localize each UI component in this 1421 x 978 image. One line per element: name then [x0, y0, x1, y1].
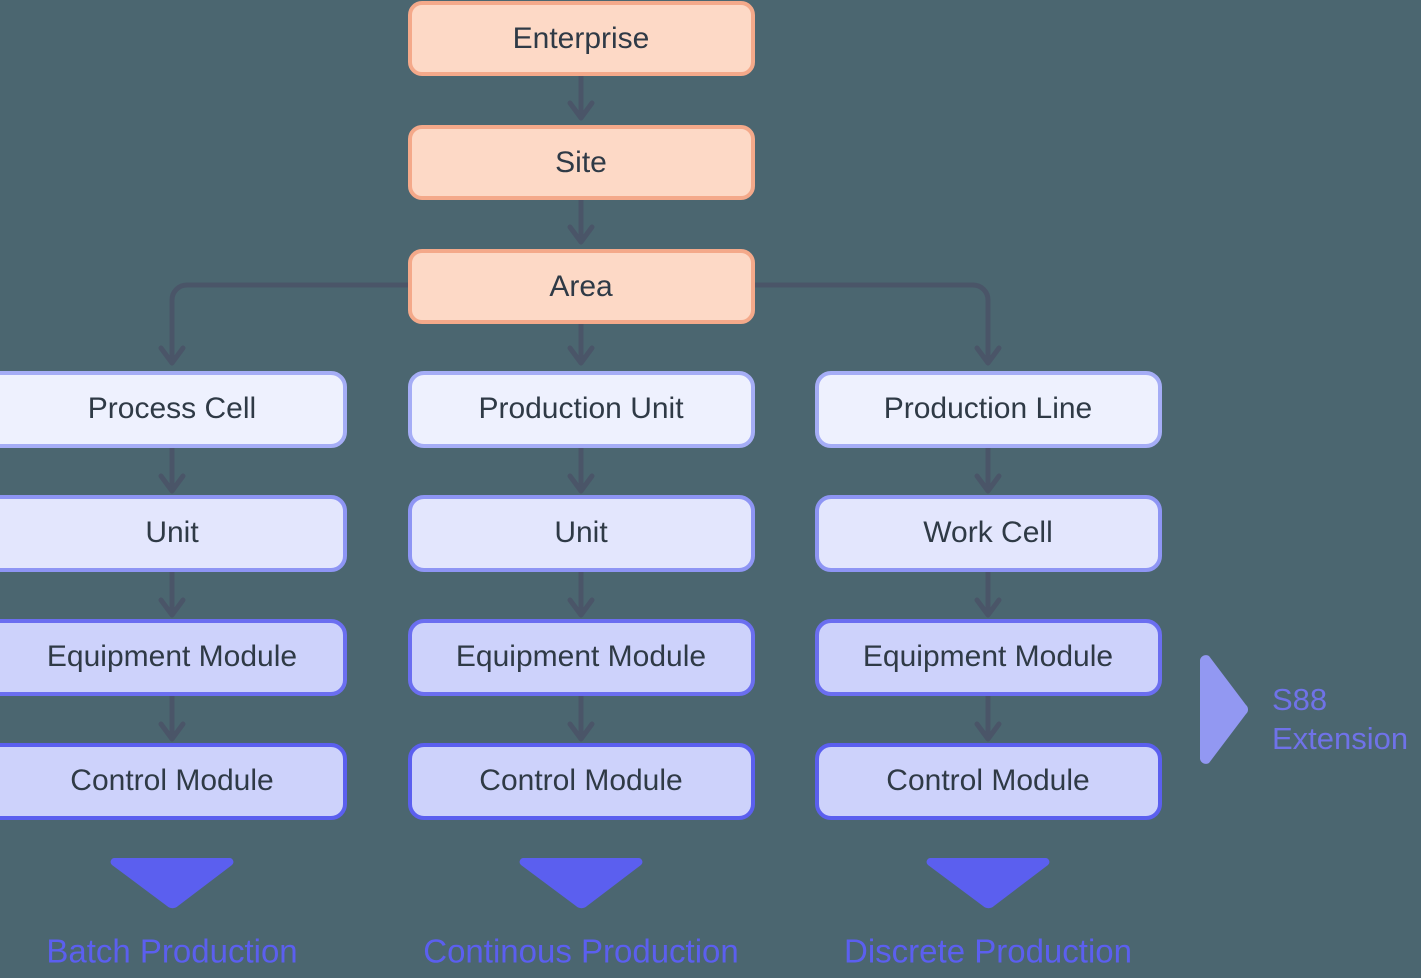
- node-control-module-continuous-box[interactable]: [408, 743, 755, 820]
- outcome-arrow-discrete-icon: [926, 857, 1050, 909]
- node-work-cell-box[interactable]: [815, 495, 1162, 572]
- node-production-unit[interactable]: Production Unit: [408, 371, 755, 448]
- node-production-line-box[interactable]: [815, 371, 1162, 448]
- s88-extension-arrow-icon: [1200, 655, 1249, 764]
- arrowhead-process-cell-unit: [158, 473, 186, 494]
- arrowhead-work-cell-equipment-discrete: [974, 597, 1002, 618]
- node-equipment-module-continuous-box[interactable]: [408, 619, 755, 696]
- s88-extension-annotation: S88 Extension: [1200, 655, 1408, 764]
- node-control-module-continuous-label: Control Module: [479, 764, 682, 797]
- node-equipment-module-discrete-label: Equipment Module: [863, 640, 1113, 673]
- arrowhead-area-production-line: [974, 345, 1002, 366]
- node-unit-batch-label: Unit: [145, 516, 199, 549]
- node-site-label: Site: [555, 146, 607, 179]
- node-equipment-module-discrete[interactable]: Equipment Module: [815, 619, 1162, 696]
- node-unit-continuous-box[interactable]: [408, 495, 755, 572]
- node-work-cell[interactable]: Work Cell: [815, 495, 1162, 572]
- node-control-module-batch-box[interactable]: [0, 743, 347, 820]
- column-continuous: Production Unit Unit Equipment Module Co…: [408, 371, 755, 970]
- node-control-module-batch[interactable]: Control Module: [0, 743, 347, 820]
- node-site-box[interactable]: [408, 125, 755, 200]
- outcome-arrow-continuous-icon: [519, 857, 643, 909]
- node-unit-batch[interactable]: Unit: [0, 495, 347, 572]
- arrowhead-equipment-control-continuous: [567, 721, 595, 742]
- outcome-label-batch: Batch Production: [46, 933, 297, 970]
- node-unit-continuous[interactable]: Unit: [408, 495, 755, 572]
- node-process-cell-label: Process Cell: [88, 392, 256, 425]
- column-batch: Process Cell Unit Equipment Module Contr…: [0, 371, 347, 970]
- top-level-nodes: Enterprise Site Area: [408, 1, 755, 324]
- node-process-cell[interactable]: Process Cell: [0, 371, 347, 448]
- node-control-module-continuous[interactable]: Control Module: [408, 743, 755, 820]
- node-work-cell-label: Work Cell: [923, 516, 1052, 549]
- node-area[interactable]: Area: [408, 249, 755, 324]
- arrowhead-unit-equipment-batch: [158, 597, 186, 618]
- node-production-line-label: Production Line: [884, 392, 1092, 425]
- node-enterprise-label: Enterprise: [513, 22, 650, 55]
- arrowhead-area-process-cell: [158, 345, 186, 366]
- outcome-label-discrete: Discrete Production: [844, 933, 1132, 970]
- node-equipment-module-batch[interactable]: Equipment Module: [0, 619, 347, 696]
- arrowhead-unit-equipment-continuous: [567, 597, 595, 618]
- connector-area-production-line: [750, 282, 991, 360]
- s88-extension-line2: Extension: [1272, 721, 1408, 756]
- node-unit-batch-box[interactable]: [0, 495, 347, 572]
- node-enterprise[interactable]: Enterprise: [408, 1, 755, 76]
- arrowhead-site-area: [567, 224, 595, 245]
- arrowhead-production-unit-unit: [567, 473, 595, 494]
- arrowhead-enterprise-site: [567, 100, 595, 121]
- node-enterprise-box[interactable]: [408, 1, 755, 76]
- outcome-label-continuous: Continous Production: [423, 933, 739, 970]
- node-equipment-module-continuous-label: Equipment Module: [456, 640, 706, 673]
- arrowhead-area-production-unit: [567, 345, 595, 366]
- node-equipment-module-batch-label: Equipment Module: [47, 640, 297, 673]
- node-equipment-module-batch-box[interactable]: [0, 619, 347, 696]
- node-site[interactable]: Site: [408, 125, 755, 200]
- node-area-box[interactable]: [408, 249, 755, 324]
- arrowhead-equipment-control-batch: [158, 721, 186, 742]
- node-control-module-discrete-box[interactable]: [815, 743, 1162, 820]
- node-control-module-discrete[interactable]: Control Module: [815, 743, 1162, 820]
- node-area-label: Area: [549, 270, 613, 303]
- node-equipment-module-continuous[interactable]: Equipment Module: [408, 619, 755, 696]
- node-production-unit-box[interactable]: [408, 371, 755, 448]
- connector-area-process-cell: [169, 282, 412, 360]
- node-unit-continuous-label: Unit: [554, 516, 608, 549]
- arrowhead-equipment-control-discrete: [974, 721, 1002, 742]
- node-control-module-discrete-label: Control Module: [886, 764, 1089, 797]
- outcome-arrow-batch-icon: [110, 857, 234, 909]
- node-production-unit-label: Production Unit: [478, 392, 684, 425]
- s88-extension-line1: S88: [1272, 682, 1327, 717]
- node-control-module-batch-label: Control Module: [70, 764, 273, 797]
- node-equipment-module-discrete-box[interactable]: [815, 619, 1162, 696]
- node-production-line[interactable]: Production Line: [815, 371, 1162, 448]
- node-process-cell-box[interactable]: [0, 371, 347, 448]
- connector-layer: [158, 73, 1002, 742]
- column-discrete: Production Line Work Cell Equipment Modu…: [815, 371, 1162, 970]
- arrowhead-production-line-work-cell: [974, 473, 1002, 494]
